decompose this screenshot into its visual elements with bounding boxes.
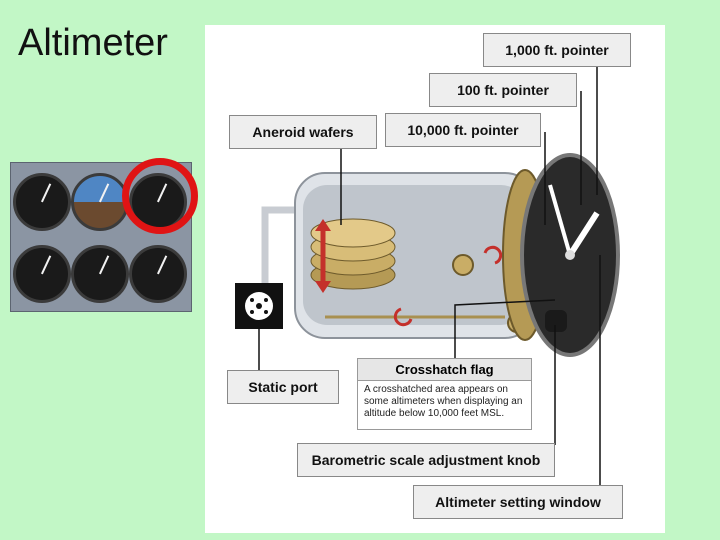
dial-hub	[565, 250, 575, 260]
callout-100-ft-pointer: 100 ft. pointer	[429, 73, 577, 107]
aneroid-wafer-4	[310, 218, 396, 248]
callout-1000-ft-pointer: 1,000 ft. pointer	[483, 33, 631, 67]
callout-aneroid-wafers: Aneroid wafers	[229, 115, 377, 149]
rotation-arrow-lower	[393, 307, 413, 327]
dial-pointer-long	[548, 184, 572, 256]
airspeed-indicator-gauge	[13, 173, 71, 231]
callout-setting-window: Altimeter setting window	[413, 485, 623, 519]
altimeter-highlight-ring	[122, 158, 198, 234]
crosshatch-flag-note: A crosshatched area appears on some alti…	[364, 384, 523, 419]
leader-lines	[258, 67, 601, 487]
callout-baro-knob: Barometric scale adjustment knob	[297, 443, 555, 477]
crosshatch-flag-box: Crosshatch flag A crosshatched area appe…	[357, 358, 532, 430]
turn-coordinator-gauge	[13, 245, 71, 303]
static-line-tube	[261, 206, 305, 285]
callout-10000-ft-pointer: 10,000 ft. pointer	[385, 113, 541, 147]
gear-upper	[452, 254, 474, 276]
attitude-indicator-gauge	[71, 173, 129, 231]
callout-crosshatch-flag: Crosshatch flag	[358, 359, 531, 381]
altimeter-diagram: 1,000 ft. pointer 100 ft. pointer Aneroi…	[205, 25, 665, 533]
heading-indicator-gauge	[71, 245, 129, 303]
altimeter-cutaway-illustration	[235, 67, 620, 487]
callout-static-port: Static port	[227, 370, 339, 404]
dial-pointer-short	[567, 211, 600, 257]
rotation-arrow-upper	[483, 245, 503, 265]
baro-knob-shape	[545, 310, 567, 332]
slide-title: Altimeter	[18, 22, 168, 64]
vertical-speed-indicator-gauge	[129, 245, 187, 303]
